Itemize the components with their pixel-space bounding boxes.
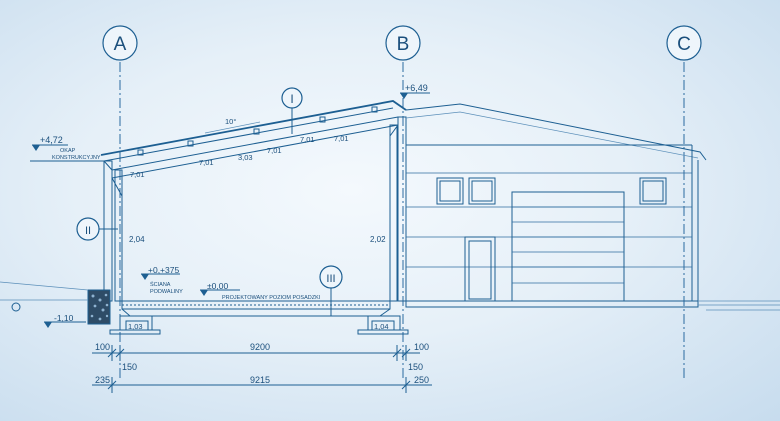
level-marker-wall: [141, 274, 149, 280]
level-floor-note: PROJEKTOWANY POZIOM POSADZKI: [222, 295, 321, 301]
roof-slope-arrow: [204, 121, 261, 134]
level-foundation: -1,10: [54, 313, 74, 323]
roof-dim-2: 7,01: [199, 158, 214, 167]
level-eave-note-2: KONSTRUKCYJNY: [52, 155, 101, 161]
level-marker-ridge: [400, 93, 408, 99]
roof-dim-4: 7,01: [267, 146, 282, 155]
level-eave: +4,72: [40, 135, 63, 145]
level-ridge: +6,49: [405, 83, 428, 93]
dim-row1-right: 100: [414, 342, 429, 352]
footing-label-right: 1,04: [374, 322, 389, 331]
element-bubble-i: [281, 87, 303, 109]
gate-sections: [512, 206, 624, 284]
elevation-plinth: [405, 300, 699, 308]
sectional-gate: [511, 191, 625, 302]
slab-base: [121, 308, 391, 317]
level-marker-eave: [32, 145, 40, 151]
dim-row2-right: 250: [414, 375, 429, 385]
roof-slope: 10°: [225, 117, 236, 126]
dimension-row-2: [92, 377, 432, 393]
dimension-row-1: [92, 345, 420, 361]
element-label-ii: II: [85, 225, 91, 237]
left-wall: [103, 160, 113, 302]
ground-line-right: [698, 300, 780, 311]
left-haunch: [103, 160, 123, 205]
dim-row1-left-sub: 150: [122, 362, 137, 372]
right-column: [389, 124, 398, 302]
roof-purlin-line: [103, 107, 394, 162]
level-wall-note-2: PODWALINY: [150, 289, 183, 295]
axis-label-c: C: [677, 34, 691, 55]
footing-label-left: 1,03: [128, 322, 143, 331]
axis-bubble-c: [666, 25, 702, 61]
roof-dim-5: 7,01: [300, 135, 315, 144]
wall-height-left: 2,04: [129, 235, 145, 244]
truss-bottom-chord: [111, 124, 399, 179]
level-marker-floor: [200, 290, 208, 296]
axis-bubble-a: [102, 25, 138, 61]
roof-dim-3: 3,03: [238, 153, 253, 162]
roof-sheeting: [100, 100, 407, 156]
roof-dim-1: 7,01: [130, 170, 145, 179]
footing-label-box-right: [371, 320, 395, 331]
dim-row2-left: 235: [95, 375, 110, 385]
dim-row2-mid: 9215: [250, 375, 270, 385]
dim-row1-right-sub: 150: [408, 362, 423, 372]
axis-bubble-b: [385, 25, 421, 61]
element-label-iii: III: [326, 273, 335, 285]
level-marker-foundation: [44, 322, 52, 328]
level-floor: ±0,00: [207, 281, 228, 291]
purlins: [137, 106, 378, 156]
drain-symbol: [11, 302, 21, 312]
gravel-dots: [90, 293, 109, 321]
truss-top-chord: [111, 116, 399, 171]
level-eave-note-1: OKAP: [60, 148, 76, 154]
axis-label-a: A: [114, 34, 127, 55]
axis-label-b: B: [397, 34, 410, 55]
left-column: [114, 169, 123, 302]
level-wall-note-1: ŚCIANA: [150, 280, 171, 288]
dim-row1-left: 100: [95, 342, 110, 352]
level-wall-top: +0,+375: [148, 265, 179, 275]
elevation-roof-outline: [405, 103, 707, 161]
element-label-i: I: [290, 92, 293, 106]
element-bubble-ii: [76, 217, 100, 241]
roof-dim-6: 7,01: [334, 134, 349, 143]
dim-row1-mid: 9200: [250, 342, 270, 352]
gravel-fill: [87, 289, 111, 325]
element-bubble-iii: [319, 265, 343, 289]
elevation-windows: [436, 177, 667, 205]
elevation-door-leaf: [468, 240, 492, 300]
wall-panels: [406, 172, 692, 268]
wall-height-right: 2,02: [370, 235, 386, 244]
ground-line-left: [0, 281, 89, 291]
footing-label-box-left: [125, 320, 149, 331]
elevation-roof-inner: [405, 111, 699, 159]
right-wall: [397, 116, 407, 302]
